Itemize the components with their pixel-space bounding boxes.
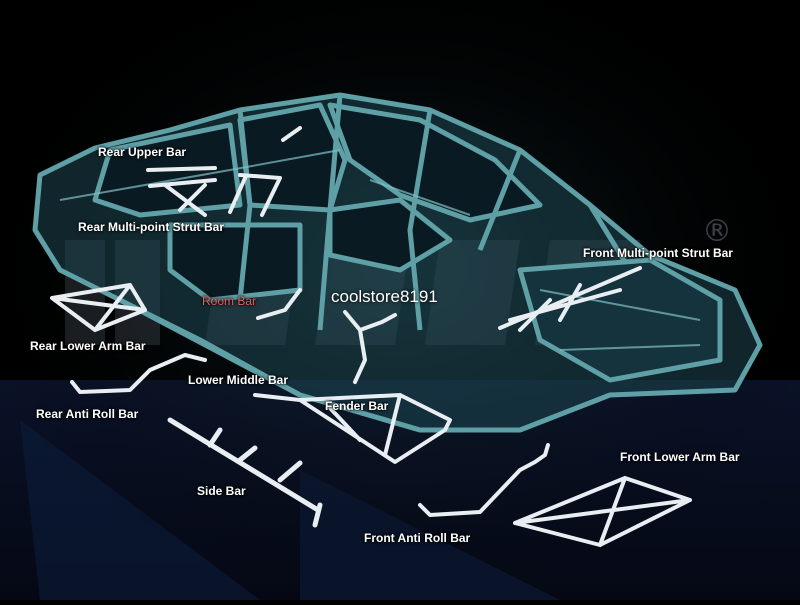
label-fender-bar: Fender Bar	[325, 399, 389, 413]
label-front-lower-arm-bar: Front Lower Arm Bar	[620, 450, 740, 464]
fender-bar	[343, 310, 397, 384]
front-lower-arm-bar	[513, 476, 692, 547]
label-front-multi-point-strut-bar: Front Multi-point Strut Bar	[583, 246, 733, 260]
side-bar	[167, 417, 323, 528]
label-rear-anti-roll-bar: Rear Anti Roll Bar	[36, 407, 139, 421]
rear-multi-point-strut-bar	[163, 173, 282, 217]
label-rear-upper-bar: Rear Upper Bar	[98, 145, 187, 159]
label-lower-middle-bar: Lower Middle Bar	[188, 373, 289, 387]
label-room-bar: Room Bar	[202, 294, 257, 308]
label-front-anti-roll-bar: Front Anti Roll Bar	[364, 531, 471, 545]
chassis-frame	[32, 92, 763, 433]
label-rear-multi-point-strut-bar: Rear Multi-point Strut Bar	[78, 220, 224, 234]
rear-lower-arm-bar	[50, 283, 147, 332]
lower-middle-bar	[253, 393, 452, 464]
label-rear-lower-arm-bar: Rear Lower Arm Bar	[30, 339, 146, 353]
registered-mark: ®	[702, 214, 732, 249]
room-bar	[256, 288, 302, 320]
room-bar-roof	[281, 126, 302, 142]
rear-anti-roll-bar	[70, 353, 207, 394]
chassis-detail-lines	[59, 149, 701, 351]
front-anti-roll-bar	[418, 443, 550, 517]
shop-watermark-text: coolstore8191	[331, 287, 438, 306]
front-multi-point-strut-bar	[498, 266, 642, 332]
rear-upper-bar	[146, 166, 217, 188]
label-side-bar: Side Bar	[197, 484, 246, 498]
